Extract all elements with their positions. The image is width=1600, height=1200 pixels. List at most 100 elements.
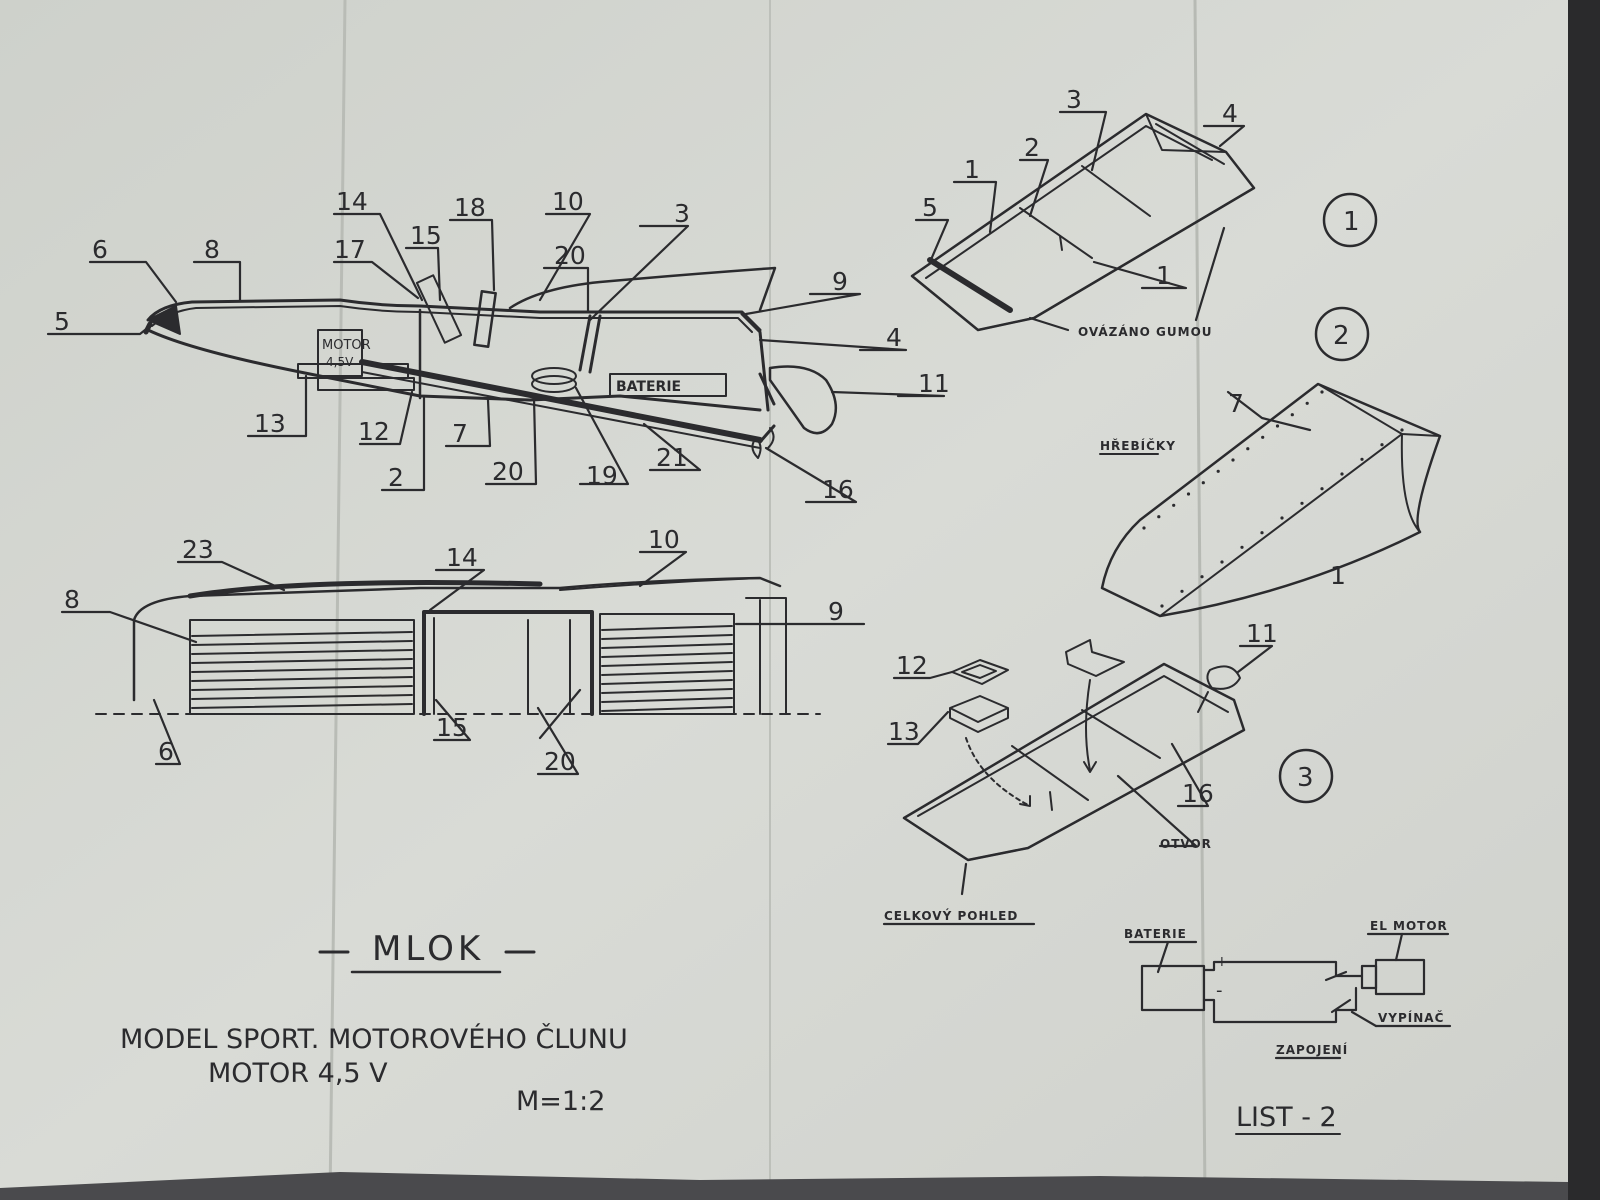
scale: M=1:2 bbox=[516, 1086, 605, 1117]
nail-dot bbox=[1220, 560, 1224, 564]
nail-dot bbox=[1280, 516, 1284, 520]
callout-20-side: 20 bbox=[544, 747, 576, 776]
callout-13-iso3: 13 bbox=[888, 717, 920, 746]
part-13 bbox=[949, 695, 1009, 733]
louvre-stripe bbox=[601, 688, 733, 694]
nail-dot bbox=[1400, 428, 1404, 432]
nail-dot bbox=[1216, 469, 1220, 473]
callout-10: 10 bbox=[552, 187, 584, 216]
callout-4-iso1: 4 bbox=[1222, 99, 1238, 128]
callout-19: 19 bbox=[586, 461, 618, 490]
nail-dot bbox=[1201, 481, 1205, 485]
louvre-stripe bbox=[601, 652, 733, 658]
callout-13: 13 bbox=[254, 409, 286, 438]
callout-7: 7 bbox=[452, 419, 468, 448]
callout-8: 8 bbox=[204, 235, 220, 264]
callout-20: 20 bbox=[554, 241, 586, 270]
iso-view-2: 2 7 1 HŘEBÍČKY bbox=[1099, 306, 1442, 618]
louvre-stripe bbox=[191, 640, 413, 646]
louvre-stripe bbox=[191, 703, 413, 709]
wiring-battery-label: BATERIE bbox=[1124, 927, 1187, 941]
nail-dots bbox=[1142, 390, 1404, 608]
nail-dot bbox=[1320, 487, 1324, 491]
callout-1-iso1: 1 bbox=[964, 155, 980, 184]
nail-dot bbox=[1200, 575, 1204, 579]
nail-dot bbox=[1180, 589, 1184, 593]
nail-dot bbox=[1246, 447, 1250, 451]
wiring-minus: - bbox=[1216, 980, 1223, 1001]
louvre-stripe bbox=[191, 658, 413, 664]
nail-dot bbox=[1157, 515, 1161, 519]
callout-16-iso3: 16 bbox=[1182, 779, 1214, 808]
louvre-stripe bbox=[601, 679, 733, 685]
nail-dot bbox=[1380, 443, 1384, 447]
note-hrebicky: HŘEBÍČKY bbox=[1100, 438, 1176, 453]
callout-12: 12 bbox=[358, 417, 390, 446]
louvre-stripe bbox=[601, 661, 733, 667]
view-number-1: 1 bbox=[1343, 207, 1360, 237]
callout-15-side: 15 bbox=[436, 713, 468, 742]
callout-3-iso1: 3 bbox=[1066, 85, 1082, 114]
note-ovazano-gumou: OVÁZÁNO GUMOU bbox=[1078, 324, 1213, 339]
nail-dot bbox=[1360, 457, 1364, 461]
hull-deck bbox=[146, 298, 762, 332]
callout-21: 21 bbox=[656, 443, 688, 472]
nail-dot bbox=[1275, 424, 1280, 428]
part-12 bbox=[951, 659, 1009, 685]
callout-1b-iso1: 1 bbox=[1156, 261, 1172, 290]
wiring-title: ZAPOJENÍ bbox=[1276, 1042, 1348, 1057]
section-view: MOTOR 4,5V BATERIE bbox=[46, 187, 950, 504]
view-number-3: 3 bbox=[1297, 763, 1314, 793]
side-view: 23 14 10 8 9 6 15 20 bbox=[60, 525, 866, 776]
motor-label: MOTOR bbox=[322, 338, 371, 353]
louvre-stripe bbox=[601, 643, 733, 649]
callout-2: 2 bbox=[388, 463, 404, 492]
nail-dot bbox=[1142, 526, 1146, 530]
hull-bottom bbox=[146, 328, 762, 412]
louvre-left bbox=[191, 631, 413, 709]
prop-shaft bbox=[359, 359, 763, 443]
drawing-title: MLOK bbox=[372, 929, 484, 969]
wiring-motor-label: EL MOTOR bbox=[1370, 919, 1448, 933]
callout-9: 9 bbox=[832, 267, 848, 296]
view-number-circle-2 bbox=[1314, 306, 1370, 362]
louvre-stripe bbox=[601, 670, 733, 676]
nail-dot bbox=[1305, 401, 1309, 405]
callout-7-iso2: 7 bbox=[1228, 389, 1244, 418]
callout-5-iso1: 5 bbox=[922, 193, 938, 222]
view-number-circle-3 bbox=[1278, 748, 1334, 804]
callout-9-side: 9 bbox=[828, 597, 844, 626]
callout-3: 3 bbox=[674, 199, 690, 228]
wiring-switch-label: VYPÍNAČ bbox=[1378, 1010, 1444, 1025]
nail-dot bbox=[1300, 501, 1304, 505]
drawing-subtitle: MODEL SPORT. MOTOROVÉHO ČLUNU bbox=[120, 1023, 628, 1055]
louvre-stripe bbox=[601, 634, 733, 640]
callout-14: 14 bbox=[336, 187, 368, 216]
louvre-stripe bbox=[191, 667, 413, 673]
wiring-plus: + bbox=[1216, 954, 1228, 970]
nail-dot bbox=[1160, 604, 1164, 608]
louvre-stripe bbox=[191, 685, 413, 691]
callout-6: 6 bbox=[92, 235, 108, 264]
callout-1-iso2: 1 bbox=[1330, 561, 1346, 590]
louvre-stripe bbox=[601, 697, 733, 703]
callout-20-lower: 20 bbox=[492, 457, 524, 486]
sheet-number: LIST - 2 bbox=[1236, 1102, 1337, 1133]
note-celkovy-pohled: CELKOVÝ POHLED bbox=[884, 908, 1018, 923]
louvre-stripe bbox=[191, 631, 413, 637]
motor-voltage: 4,5V bbox=[326, 355, 354, 369]
louvre-stripe bbox=[601, 706, 733, 712]
motor-box bbox=[317, 329, 363, 377]
note-otvor: OTVOR bbox=[1160, 837, 1212, 851]
callout-12-iso3: 12 bbox=[896, 651, 928, 680]
louvre-stripe bbox=[191, 649, 413, 655]
nail-dot bbox=[1231, 458, 1235, 462]
iso-view-3: 3 12 13 11 16 OTVOR CELKOVÝ POHLED bbox=[882, 619, 1334, 926]
view-number-2: 2 bbox=[1333, 321, 1350, 351]
callout-5: 5 bbox=[54, 307, 70, 336]
callout-4: 4 bbox=[886, 323, 902, 352]
rudder bbox=[768, 365, 838, 435]
callout-16: 16 bbox=[822, 475, 854, 504]
